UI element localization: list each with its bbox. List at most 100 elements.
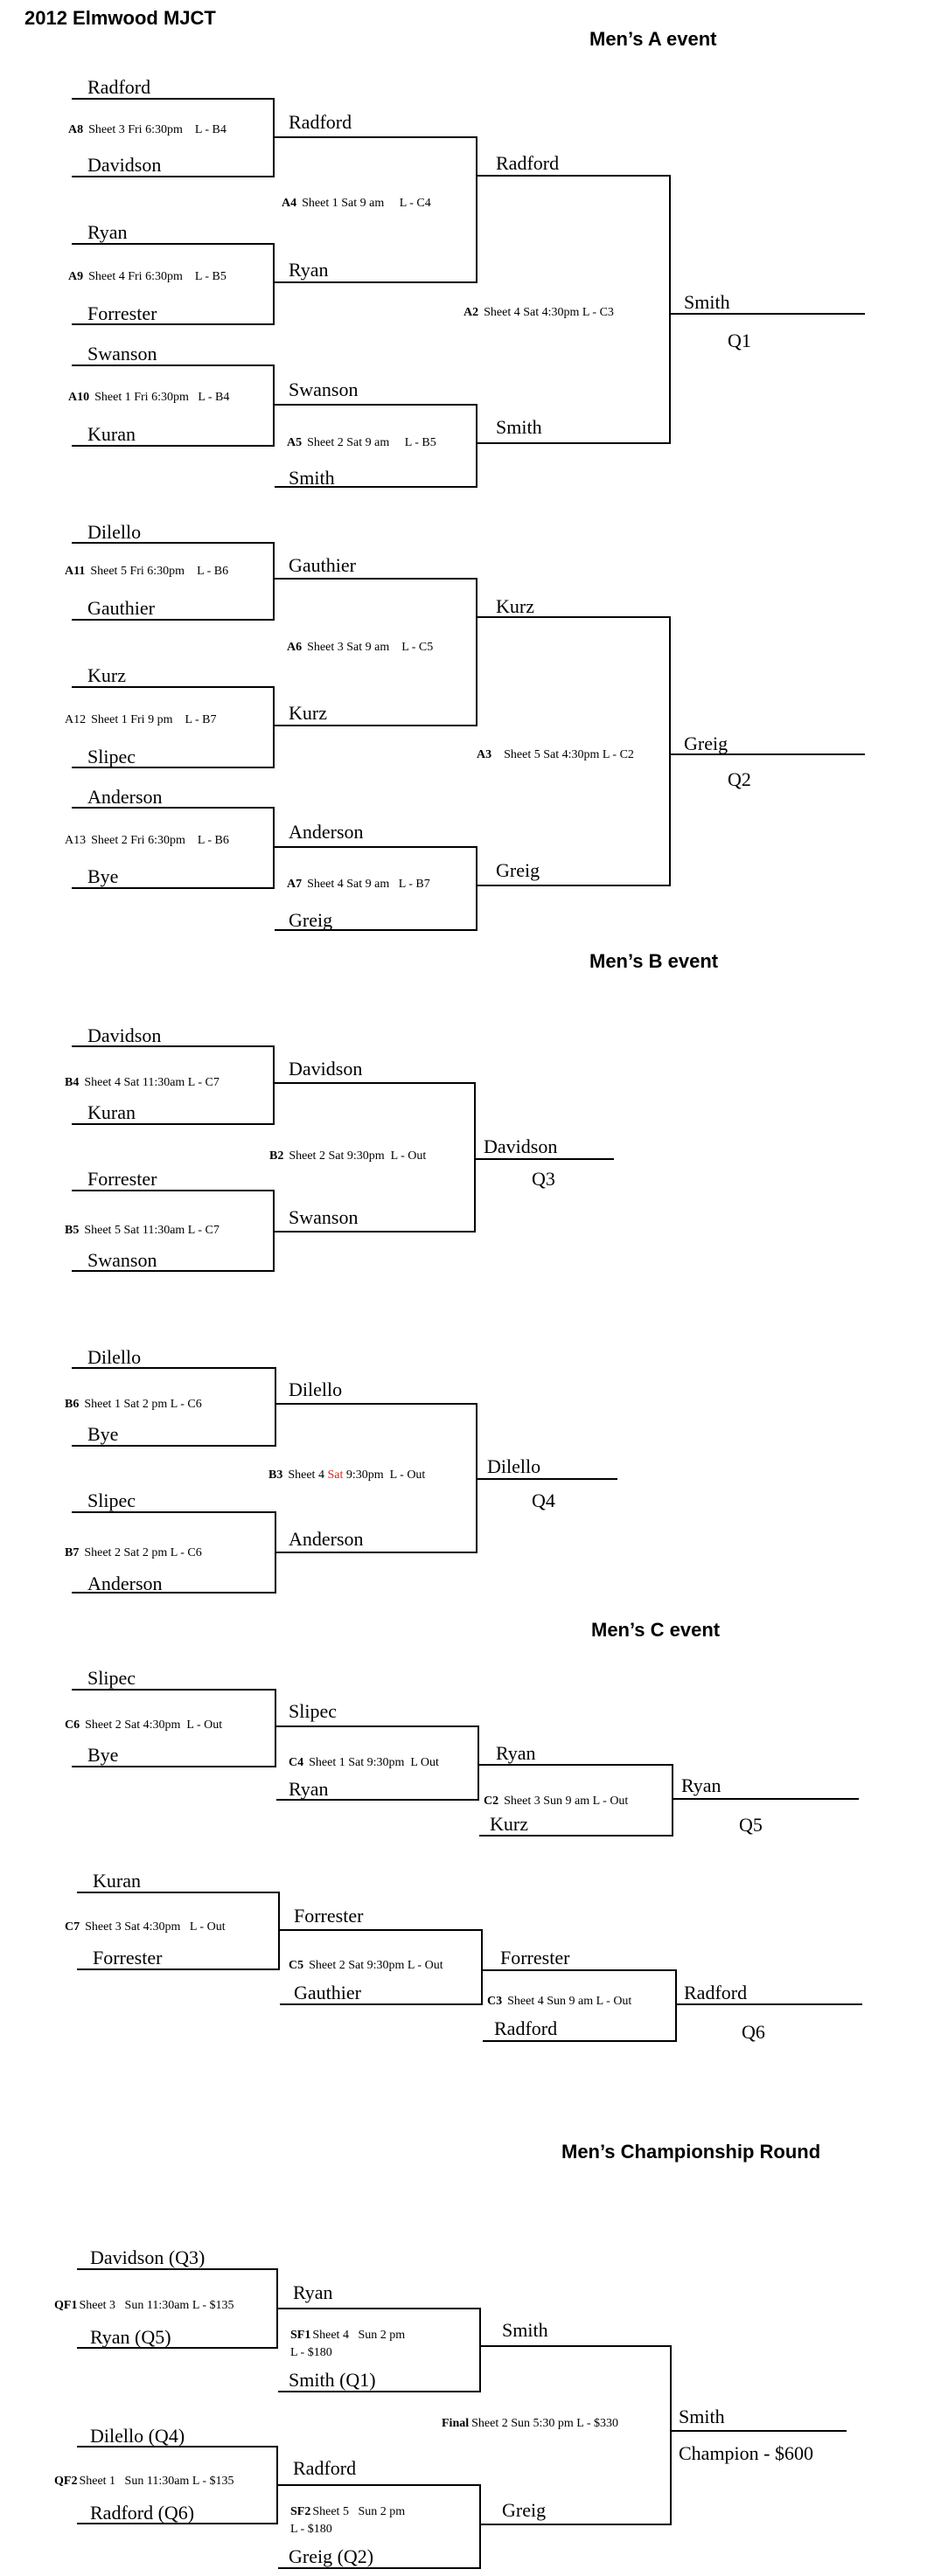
bracket-line [483, 2040, 677, 2042]
bracket-line [72, 1592, 276, 1594]
team-a11-bottom: Gauthier [87, 597, 155, 619]
team-c2-top: Ryan [496, 1742, 536, 1764]
team-c6-bottom: Bye [87, 1744, 119, 1766]
team-a4-bottom: Ryan [289, 259, 329, 281]
game-code-a12: A12 [65, 713, 87, 726]
team-a13-top: Anderson [87, 786, 163, 808]
team-q6-winner: Radford [684, 1982, 748, 2003]
game-detail-b7: Sheet 2 Sat 2 pm L - C6 [84, 1546, 202, 1559]
section-title-a-event: Men’s A event [589, 28, 717, 50]
bracket-line [72, 1445, 276, 1447]
team-b3-top: Dilello [289, 1378, 343, 1400]
game-detail-c3: Sheet 4 Sun 9 am L - Out [507, 1995, 632, 2008]
game-note-sf1-line2: L - $180 [290, 2346, 332, 2359]
team-b2-bottom: Swanson [289, 1206, 359, 1228]
game-detail-sf1: Sheet 4 Sun 2 pm [312, 2329, 406, 2342]
label-q1: Q1 [728, 330, 751, 351]
section-title-championship-round: Men’s Championship Round [561, 2141, 821, 2163]
bracket-line [273, 542, 275, 621]
bracket-line [280, 1929, 483, 1931]
team-qf1-bottom: Ryan (Q5) [90, 2326, 171, 2348]
game-code-sf2: SF2 [290, 2505, 311, 2518]
game-code-final: Final [442, 2417, 470, 2430]
bracket-line [479, 1764, 673, 1766]
bracket-line [72, 1123, 275, 1125]
team-a6-bottom: Kurz [289, 702, 327, 724]
game-code-c4: C4 [289, 1756, 304, 1769]
team-a12-bottom: Slipec [87, 746, 136, 767]
team-c5-top: Forrester [294, 1905, 364, 1927]
team-final-bottom: Greig [502, 2499, 547, 2521]
team-a3-bottom: Greig [496, 859, 540, 881]
bracket-line [72, 1511, 276, 1513]
team-a9-bottom: Forrester [87, 302, 157, 324]
bracket-line [276, 2268, 278, 2349]
bracket-line [677, 2003, 862, 2005]
team-sf1-top: Ryan [293, 2281, 333, 2303]
game-code-c2: C2 [484, 1795, 499, 1808]
game-detail-a12: Sheet 1 Fri 9 pm L - B7 [91, 713, 217, 726]
bracket-line [672, 1764, 673, 1837]
bracket-line [276, 1725, 479, 1727]
bracket-line [477, 1725, 479, 1801]
bracket-line [275, 1082, 476, 1084]
team-a13-bottom: Bye [87, 865, 119, 887]
bracket-line [275, 404, 477, 406]
bracket-line [276, 1403, 477, 1405]
bracket-line [72, 176, 275, 177]
team-c3-bottom: Radford [494, 2017, 558, 2039]
game-code-a3: A3 [477, 748, 492, 761]
document-title: 2012 Elmwood MJCT [24, 7, 216, 29]
bracket-line [476, 136, 477, 283]
bracket-line [479, 2484, 481, 2569]
team-sf1-bottom: Smith (Q1) [289, 2369, 376, 2391]
bracket-line [77, 2268, 278, 2270]
game-code-a13: A13 [65, 834, 87, 847]
game-code-c6: C6 [65, 1718, 80, 1732]
team-a10-top: Swanson [87, 343, 157, 365]
team-q1-winner: Smith [684, 291, 730, 313]
bracket-line [77, 1892, 280, 1893]
bracket-line [479, 1835, 673, 1837]
bracket-line [275, 486, 477, 488]
game-detail-b3-pre: Sheet 4 [288, 1469, 328, 1482]
bracket-line [275, 1511, 276, 1594]
game-code-qf2: QF2 [54, 2475, 78, 2488]
champion-prize-label: Champion - $600 [679, 2442, 813, 2464]
game-code-b4: B4 [65, 1076, 80, 1089]
section-title-c-event: Men’s C event [591, 1619, 721, 1641]
team-a6-top: Gauthier [289, 554, 356, 576]
bracket-line [273, 807, 275, 889]
team-a7-bottom: Greig [289, 909, 333, 931]
team-a2-bottom: Smith [496, 416, 542, 438]
game-detail-c2: Sheet 3 Sun 9 am L - Out [504, 1795, 629, 1808]
game-code-c5: C5 [289, 1959, 304, 1972]
game-detail-a6: Sheet 3 Sat 9 am L - C5 [307, 641, 434, 654]
team-a4-top: Radford [289, 111, 352, 133]
bracket-line [72, 542, 275, 544]
bracket-line [72, 619, 275, 621]
bracket-line [477, 885, 671, 886]
bracket-line [72, 1766, 276, 1767]
bracket-line [278, 2484, 481, 2486]
bracket-line [477, 442, 671, 444]
game-detail-final: Sheet 2 Sun 5:30 pm L - $330 [471, 2417, 618, 2430]
team-qf1-top: Davidson (Q3) [90, 2246, 206, 2268]
team-c7-bottom: Forrester [93, 1947, 163, 1968]
bracket-line [77, 2446, 278, 2448]
team-b5-top: Forrester [87, 1168, 157, 1190]
team-a12-top: Kurz [87, 664, 126, 686]
bracket-line [72, 1190, 275, 1191]
